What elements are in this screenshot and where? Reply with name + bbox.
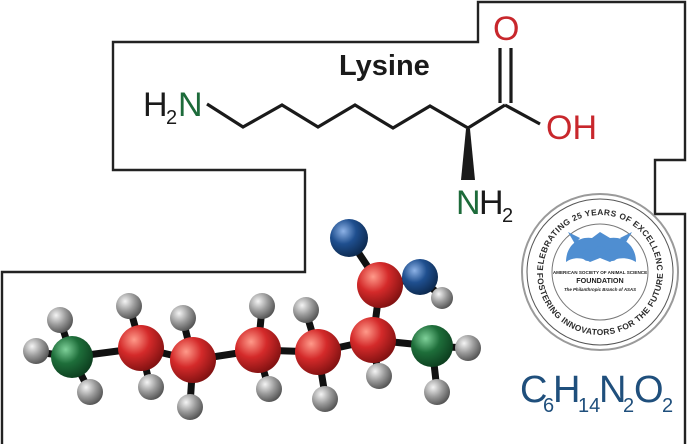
seal-line-1: AMERICAN SOCIETY OF ANIMAL SCIENCE xyxy=(553,270,647,275)
hydrogen-atom xyxy=(177,394,203,420)
bonds xyxy=(34,236,470,409)
carbon-atom xyxy=(235,327,281,373)
formula-c-count: 6 xyxy=(543,395,554,417)
ball-and-stick-model xyxy=(23,219,481,420)
hydroxyl-bond xyxy=(504,103,541,126)
amine-left-n: N xyxy=(178,86,203,124)
hydrogen-atom xyxy=(138,374,164,400)
formula-c: C xyxy=(520,369,547,411)
seal-line-2: FOUNDATION xyxy=(576,276,623,285)
nitrogen-atom xyxy=(411,325,453,367)
hydrogen-atom xyxy=(455,335,481,361)
nitrogen-atom xyxy=(51,336,93,378)
carbon-atom xyxy=(357,262,403,308)
oxygen-atom xyxy=(330,219,368,257)
molecule-title: Lysine xyxy=(339,50,430,82)
hydrogen-atoms xyxy=(23,287,481,420)
hydroxyl-label: OH xyxy=(546,109,597,147)
seal-line-3: The Philanthropic Branch of ASAS xyxy=(564,287,636,292)
carbon-atom xyxy=(118,325,164,371)
carbon-atom xyxy=(350,317,396,363)
carbon-atom xyxy=(170,337,216,383)
hydrogen-atom xyxy=(249,293,275,319)
hydrogen-atom xyxy=(116,293,142,319)
hydrogen-atom xyxy=(431,287,453,309)
amine-left-h-count: 2 xyxy=(166,107,177,129)
hydrogen-atom xyxy=(170,305,196,331)
carbonyl-oxygen: O xyxy=(493,10,519,48)
formula-o: O xyxy=(634,369,664,411)
hydrogen-atom xyxy=(23,338,49,364)
carbon-chain xyxy=(206,102,506,130)
skeletal-structure: H 2 N O OH N H 2 xyxy=(143,10,597,227)
amine-left-label: H 2 N xyxy=(143,86,203,129)
hydrogen-atom xyxy=(47,307,73,333)
formula-o-count: 2 xyxy=(662,395,673,417)
formula-h-count: 14 xyxy=(578,395,600,417)
heavy-atoms xyxy=(51,219,453,383)
hydrogen-atom xyxy=(424,379,450,405)
formula-n: N xyxy=(599,369,626,411)
amine-left-h: H xyxy=(143,86,168,124)
alpha-amine-label: N H 2 xyxy=(456,184,513,227)
wedge-bond xyxy=(461,129,475,180)
hydrogen-atom xyxy=(256,376,282,402)
hydrogen-atom xyxy=(312,386,338,412)
hydrogen-atom xyxy=(77,379,103,405)
carbon-atom xyxy=(295,329,341,375)
formula-n-count: 2 xyxy=(623,395,634,417)
alpha-amine-n: N xyxy=(456,184,481,222)
oxygen-atom xyxy=(402,259,438,295)
hydrogen-atom xyxy=(293,297,319,323)
seal-animal-emblem-icon xyxy=(566,232,636,262)
hydrogen-atom xyxy=(366,363,392,389)
formula-h: H xyxy=(553,369,580,411)
alpha-amine-h-count: 2 xyxy=(502,205,513,227)
alpha-amine-h: H xyxy=(479,184,504,222)
molecular-formula: C 6 H 14 N 2 O 2 xyxy=(520,369,673,417)
